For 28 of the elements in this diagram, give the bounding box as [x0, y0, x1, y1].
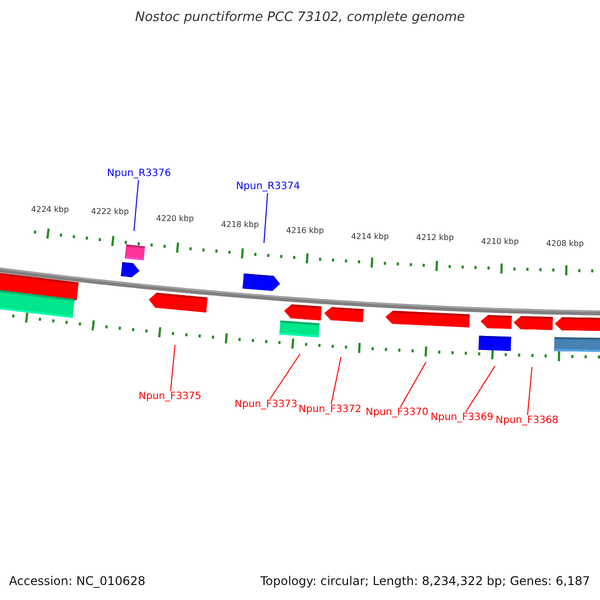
gene-label: Npun_F3369 — [428, 412, 496, 424]
tick-label: 4210 kbp — [480, 238, 520, 246]
tick-label: 4212 kbp — [415, 234, 455, 242]
tick-label: 4208 kbp — [545, 240, 585, 248]
tick-label: 4220 kbp — [155, 215, 195, 223]
leader-line — [270, 354, 300, 400]
leader-line — [264, 192, 268, 244]
tick-label: 4214 kbp — [350, 233, 390, 241]
gene-label: Npun_R3374 — [234, 181, 302, 193]
tick-label: 4222 kbp — [90, 208, 130, 216]
leader-line — [527, 366, 532, 416]
title: Nostoc punctiforme PCC 73102, complete genome — [134, 11, 466, 24]
leader-line — [330, 356, 342, 404]
gene-label: Npun_R3376 — [105, 168, 173, 180]
gene-label: Npun_F3372 — [296, 404, 364, 416]
leader-line — [465, 366, 496, 412]
tick-label: 4224 kbp — [30, 206, 70, 214]
leader-line — [400, 362, 426, 408]
gene-label: Npun_F3370 — [364, 407, 430, 419]
leader-line — [134, 180, 139, 232]
gene-label: Npun_F3375 — [136, 391, 204, 403]
leader-line — [170, 344, 176, 392]
genome-summary-text: Topology: circular; Length: 8,234,322 bp; Genes: 6,187 — [260, 575, 590, 587]
gene-label: Npun_F3368 — [494, 415, 560, 427]
gene-label: Npun_F3373 — [232, 399, 300, 411]
tick-label: 4218 kbp — [220, 221, 260, 229]
accession-text: Accession: NC_010628 — [9, 575, 146, 587]
tick-label: 4216 kbp — [285, 227, 325, 235]
